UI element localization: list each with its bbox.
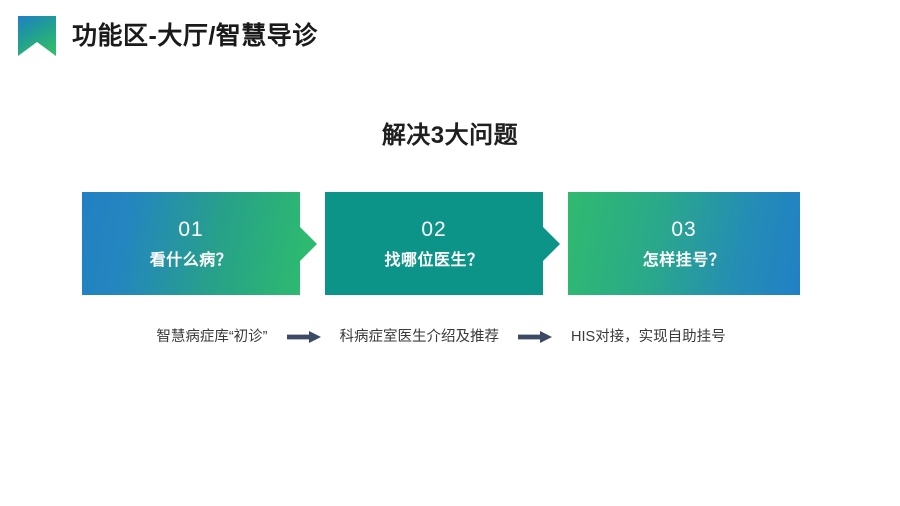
chevron-card-row: 01 看什么病？ 02 找哪位医生？ 03 怎样挂号？: [82, 192, 800, 295]
caption-item-3: HIS对接，实现自助挂号: [571, 328, 726, 345]
caption-row: 智慧病症库“初诊” 科病症室医生介绍及推荐 HIS对接，实现自助挂号: [82, 322, 800, 352]
chevron-card-02-label: 找哪位医生？: [384, 251, 484, 269]
chevron-card-01-body: 01 看什么病？: [82, 192, 300, 295]
chevron-card-01-label: 看什么病？: [149, 251, 233, 269]
chevron-arrow-icon: [300, 226, 317, 261]
bookmark-ribbon-icon: [18, 16, 56, 56]
page-title: 功能区-大厅/智慧导诊: [72, 21, 318, 50]
page-header: 功能区-大厅/智慧导诊: [0, 0, 900, 72]
chevron-card-02[interactable]: 02 找哪位医生？: [325, 192, 560, 295]
caption-item-2: 科病症室医生介绍及推荐: [339, 328, 500, 345]
chevron-card-01[interactable]: 01 看什么病？: [82, 192, 317, 295]
chevron-card-02-number: 02: [421, 217, 447, 241]
chevron-card-03-body: 03 怎样挂号？: [568, 192, 800, 295]
right-arrow-icon: [286, 331, 321, 343]
chevron-card-01-number: 01: [178, 217, 204, 241]
right-arrow-icon: [518, 331, 552, 343]
caption-item-1: 智慧病症库“初诊”: [156, 328, 268, 345]
chevron-card-03-label: 怎样挂号？: [642, 251, 726, 269]
chevron-card-02-body: 02 找哪位医生？: [325, 192, 543, 295]
chevron-arrow-icon: [543, 226, 560, 261]
chevron-card-03-number: 03: [671, 217, 697, 241]
chevron-card-03[interactable]: 03 怎样挂号？: [568, 192, 800, 295]
section-title: 解决3大问题: [381, 122, 519, 149]
